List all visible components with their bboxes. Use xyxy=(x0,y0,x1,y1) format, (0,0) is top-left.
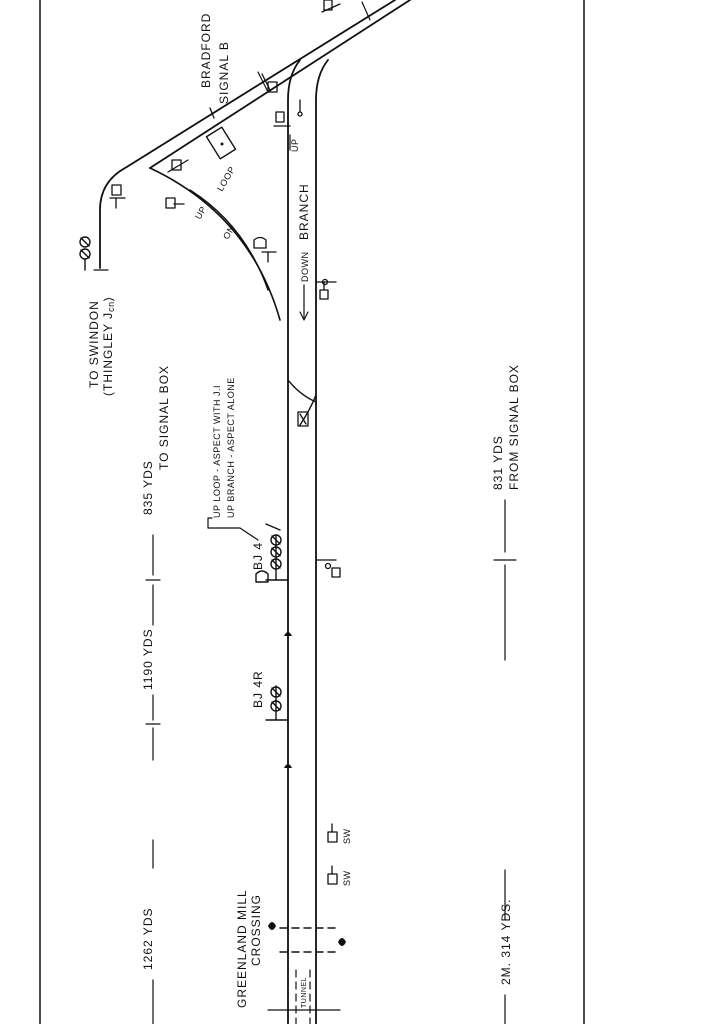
aspect-bracket xyxy=(207,517,259,541)
thingley-label: (THINGLEY Jcn) xyxy=(101,296,116,396)
dist-1262-label: 1262 YDS xyxy=(141,908,155,971)
tunnel-label: TUNNEL xyxy=(301,977,308,1008)
bradford-label: BRADFORD xyxy=(199,13,213,88)
signal-cluster-top xyxy=(109,0,341,209)
up-label: UP xyxy=(290,138,300,152)
on-label: ON xyxy=(221,223,237,241)
dist-835-label: 835 YDS xyxy=(141,460,155,515)
bj4-signal xyxy=(255,523,289,583)
dist-1190-label: 1190 YDS xyxy=(141,628,155,690)
to-signal-box-label: TO SIGNAL BOX xyxy=(157,365,171,470)
bj4r-signal xyxy=(265,685,289,721)
down-branch-signal xyxy=(315,278,337,300)
track-marker-1 xyxy=(284,632,292,636)
crossing-marker-1 xyxy=(268,922,276,930)
up-loop-line xyxy=(149,167,281,321)
signal-box-label: SIGNAL B xyxy=(217,41,231,104)
loop-signal xyxy=(253,236,277,263)
sw-label-2: SW xyxy=(342,870,352,886)
bj4r-label: BJ 4R xyxy=(251,670,265,708)
sw-label-1: SW xyxy=(342,828,352,844)
main-line-upper xyxy=(99,0,396,269)
from-signal-box-label: FROM SIGNAL BOX xyxy=(507,364,521,490)
branch-track-left xyxy=(287,59,301,1024)
dimension-lines xyxy=(93,1,517,1024)
main-line-lower xyxy=(149,0,411,169)
up-loop-aspect-label: UP LOOP - ASPECT WITH J.I xyxy=(212,385,222,518)
greenland-mill-label: GREENLAND MILL xyxy=(235,889,249,1008)
track-marker-2 xyxy=(284,764,292,768)
ground-disc-signal xyxy=(297,411,309,427)
to-swindon-label: TO SWINDON xyxy=(87,300,101,388)
crossover xyxy=(287,379,317,403)
dist-2m314-label: 2M. 314 YDS. xyxy=(499,899,513,985)
down-label: DOWN xyxy=(300,252,310,283)
bj4-label: BJ 4 xyxy=(251,542,265,570)
up-branch-aspect-label: UP BRANCH - ASPECT ALONE xyxy=(226,377,236,518)
branch-track-right xyxy=(315,59,329,1024)
up-loop-inner xyxy=(189,189,269,291)
signal-box-dot xyxy=(220,142,224,146)
branch-label: BRANCH xyxy=(297,183,311,240)
crossing-label: CROSSING xyxy=(249,894,263,966)
crossover-2 xyxy=(299,394,317,426)
direction-arrows xyxy=(289,134,309,321)
sw-telephones xyxy=(327,823,338,885)
up-branch-signal xyxy=(273,99,303,129)
crossing-marker-2 xyxy=(338,938,346,946)
up-loop-up-label: UP xyxy=(193,204,208,221)
signal-box-icon xyxy=(205,126,237,160)
loop-label: LOOP xyxy=(215,165,237,193)
dist-831-label: 831 YDS xyxy=(491,435,505,490)
swindon-signal xyxy=(79,236,91,271)
bj4-down-signal xyxy=(315,559,341,578)
